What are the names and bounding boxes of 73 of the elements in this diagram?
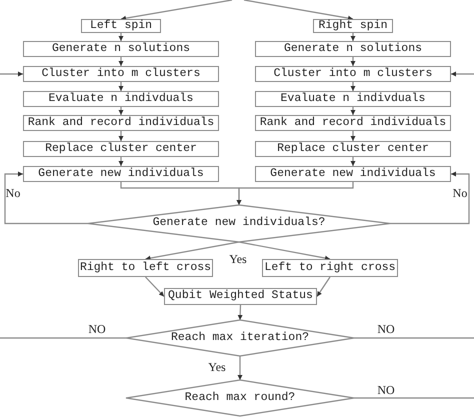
step-text: Rank and record individuals bbox=[260, 116, 446, 130]
arrow bbox=[118, 131, 124, 141]
arrow bbox=[451, 72, 474, 76]
arrow bbox=[244, 0, 354, 21]
arrow bbox=[118, 82, 124, 91]
process-box bbox=[255, 41, 451, 57]
arrow bbox=[118, 107, 124, 115]
arrow bbox=[0, 72, 23, 76]
step-text: Right spin bbox=[318, 20, 388, 32]
decision-text: Generate new individuals? bbox=[152, 217, 326, 230]
process-box bbox=[23, 141, 219, 157]
step-text: Generate new individuals bbox=[270, 168, 436, 180]
process-box bbox=[23, 41, 219, 57]
arrow bbox=[390, 172, 470, 224]
process-box bbox=[164, 288, 317, 305]
arrow bbox=[238, 356, 242, 380]
decision-text: Reach max iteration? bbox=[170, 332, 310, 344]
decision-text: Reach max round? bbox=[184, 392, 296, 404]
process-box bbox=[23, 166, 219, 182]
process-box bbox=[23, 66, 219, 82]
process-box bbox=[313, 19, 393, 33]
process-box bbox=[23, 115, 219, 131]
arrow bbox=[350, 131, 356, 141]
process-box bbox=[255, 66, 451, 82]
step-text: Generate n solutions bbox=[284, 42, 422, 56]
step-text: Qubit Weighted Status bbox=[168, 290, 313, 303]
decision-diamond bbox=[126, 380, 354, 416]
process-box bbox=[255, 91, 451, 107]
edge-label: No bbox=[6, 187, 20, 199]
step-text: Cluster into m clusters bbox=[42, 68, 200, 80]
arrow bbox=[350, 33, 356, 41]
arrow bbox=[4, 172, 88, 224]
decision-diamond bbox=[88, 205, 390, 242]
edge-label: NO bbox=[377, 384, 395, 396]
process-box bbox=[81, 19, 161, 33]
arrow bbox=[316, 276, 330, 297]
arrow bbox=[120, 0, 232, 21]
arrow bbox=[118, 57, 124, 66]
step-text: Generate n solutions bbox=[52, 42, 190, 56]
step-text: Replace cluster center bbox=[45, 142, 197, 156]
step-text: Rank and record individuals bbox=[28, 116, 214, 130]
step-text: Cluster into m clusters bbox=[274, 68, 432, 80]
process-box bbox=[255, 115, 451, 131]
connector-line bbox=[0, 337, 126, 339]
step-text: Generate new individuals bbox=[38, 168, 204, 180]
process-box bbox=[255, 141, 451, 157]
process-box bbox=[23, 91, 219, 107]
step-text: Evaluate n indivduals bbox=[280, 92, 426, 106]
arrow bbox=[350, 57, 356, 66]
connector-line bbox=[354, 397, 474, 399]
edge-label: No bbox=[452, 187, 468, 199]
arrow bbox=[236, 182, 354, 205]
arrow bbox=[350, 82, 356, 91]
step-text: Evaluate n indivduals bbox=[48, 92, 194, 106]
arrow bbox=[145, 241, 240, 261]
arrow bbox=[118, 33, 124, 41]
edge-label: NO bbox=[377, 323, 395, 335]
step-text: Left to right cross bbox=[264, 262, 396, 274]
arrow bbox=[350, 157, 356, 166]
process-box bbox=[255, 166, 451, 182]
arrow bbox=[118, 157, 124, 166]
step-text: Left spin bbox=[90, 20, 152, 32]
arrow bbox=[238, 241, 330, 261]
step-text: Right to left cross bbox=[80, 262, 212, 274]
arrow bbox=[238, 304, 243, 320]
connector-line bbox=[354, 337, 474, 339]
decision-diamond bbox=[126, 320, 354, 356]
arrow bbox=[145, 276, 164, 297]
step-text: Replace cluster center bbox=[277, 142, 429, 156]
edge-label: Yes bbox=[208, 361, 226, 373]
edge-label: NO bbox=[88, 323, 106, 335]
branch-label: Yes bbox=[229, 253, 247, 265]
arrow bbox=[350, 107, 356, 115]
